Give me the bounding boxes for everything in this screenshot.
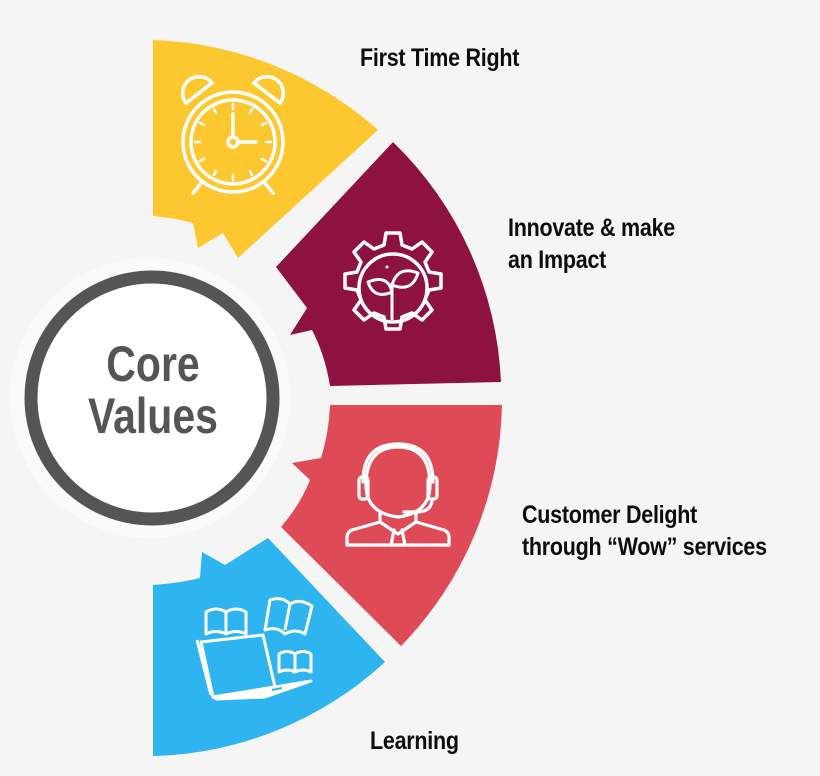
label-line: Learning	[370, 727, 459, 755]
center-circle	[24, 270, 280, 526]
center-title-line-1: Core	[106, 336, 200, 392]
gear-plant-icon	[343, 231, 443, 331]
label-innovate: Innovate & make an Impact	[508, 212, 675, 276]
segment-learning[interactable]	[153, 538, 385, 756]
label-line: Customer Delight	[522, 501, 698, 529]
label-first-time-right: First Time Right	[360, 42, 519, 74]
label-line: through “Wow” services	[522, 533, 767, 561]
alarm-clock-icon	[180, 74, 286, 195]
segment-customer-delight[interactable]	[281, 405, 502, 646]
laptop-books-icon	[195, 597, 314, 701]
label-customer-delight: Customer Delight through “Wow” services	[522, 499, 767, 563]
segment-innovate[interactable]	[276, 142, 501, 386]
headset-agent-icon	[345, 442, 451, 547]
center-title-line-2: Values	[88, 388, 218, 444]
label-line: Innovate & make	[508, 214, 676, 242]
label-line: an Impact	[508, 246, 607, 274]
label-learning: Learning	[370, 725, 459, 757]
segment-first-time-right[interactable]	[153, 40, 378, 258]
label-line: First Time Right	[360, 44, 520, 72]
center-title: Core Values	[60, 338, 245, 442]
